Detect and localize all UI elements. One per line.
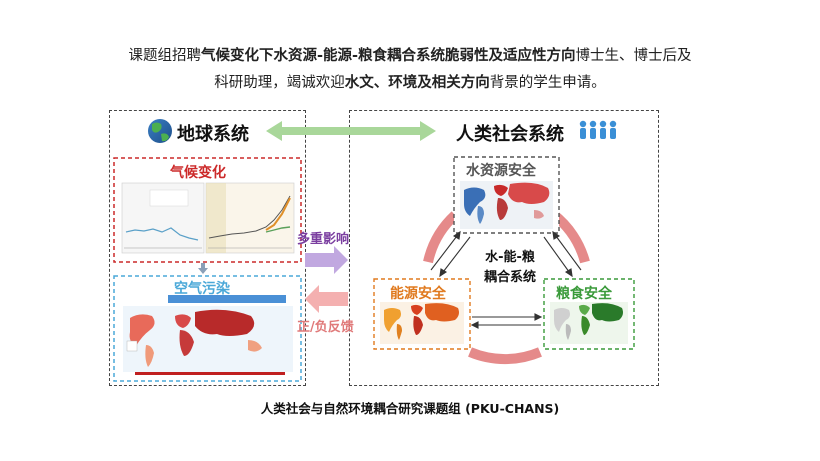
climate-change-label: 气候变化	[170, 165, 226, 181]
intro-text: 博士生、博士后及	[575, 48, 692, 64]
intro-highlight: 水文、环境及相关方向	[344, 75, 490, 91]
human-system-box	[349, 110, 659, 386]
globe-icon	[148, 119, 172, 143]
food-map	[550, 302, 628, 344]
climate-chart-left	[121, 182, 205, 254]
feedback-label: 正/负反馈	[297, 320, 354, 335]
climate-change-box	[113, 157, 302, 263]
figure-caption: 人类社会与自然环境耦合研究课题组 (PKU-CHANS)	[260, 401, 560, 416]
intro-text: 科研助理，竭诚欢迎	[214, 75, 345, 91]
multi-impact-arrow	[305, 246, 348, 274]
people-icon	[579, 120, 617, 139]
energy-security-label: 能源安全	[390, 286, 446, 302]
air-pollution-map	[123, 295, 293, 375]
air-pollution-box	[113, 275, 302, 382]
nexus-arrows	[430, 230, 582, 329]
nexus-center-label: 水-能-粮 耦合系统	[470, 248, 550, 288]
feedback-arrow	[305, 285, 348, 313]
nexus-center-line2: 耦合系统	[483, 270, 536, 285]
intro-highlight: 气候变化下水资源-能源-粮食耦合系统脆弱性及适应性方向	[200, 48, 576, 64]
nexus-center-line1: 水-能-粮	[485, 250, 535, 265]
water-security-label: 水资源安全	[466, 163, 536, 179]
energy-map	[380, 302, 464, 344]
intro-line-2: 科研助理，竭诚欢迎水文、环境及相关方向背景的学生申请。	[62, 71, 758, 92]
intro-line-1: 课题组招聘气候变化下水资源-能源-粮食耦合系统脆弱性及适应性方向博士生、博士后及	[62, 44, 758, 65]
earth-system-box	[109, 110, 306, 386]
climate-chart-right	[205, 182, 295, 254]
down-arrow	[198, 263, 208, 274]
earth-human-double-arrow	[266, 121, 436, 141]
food-security-label: 粮食安全	[556, 286, 612, 302]
multi-impact-label: 多重影响	[297, 232, 350, 247]
human-system-title: 人类社会系统	[456, 124, 564, 145]
water-map	[460, 181, 553, 229]
earth-system-title: 地球系统	[177, 124, 249, 145]
intro-text: 课题组招聘	[128, 48, 201, 64]
intro-text: 背景的学生申请。	[489, 75, 606, 91]
air-pollution-label: 空气污染	[174, 281, 230, 297]
